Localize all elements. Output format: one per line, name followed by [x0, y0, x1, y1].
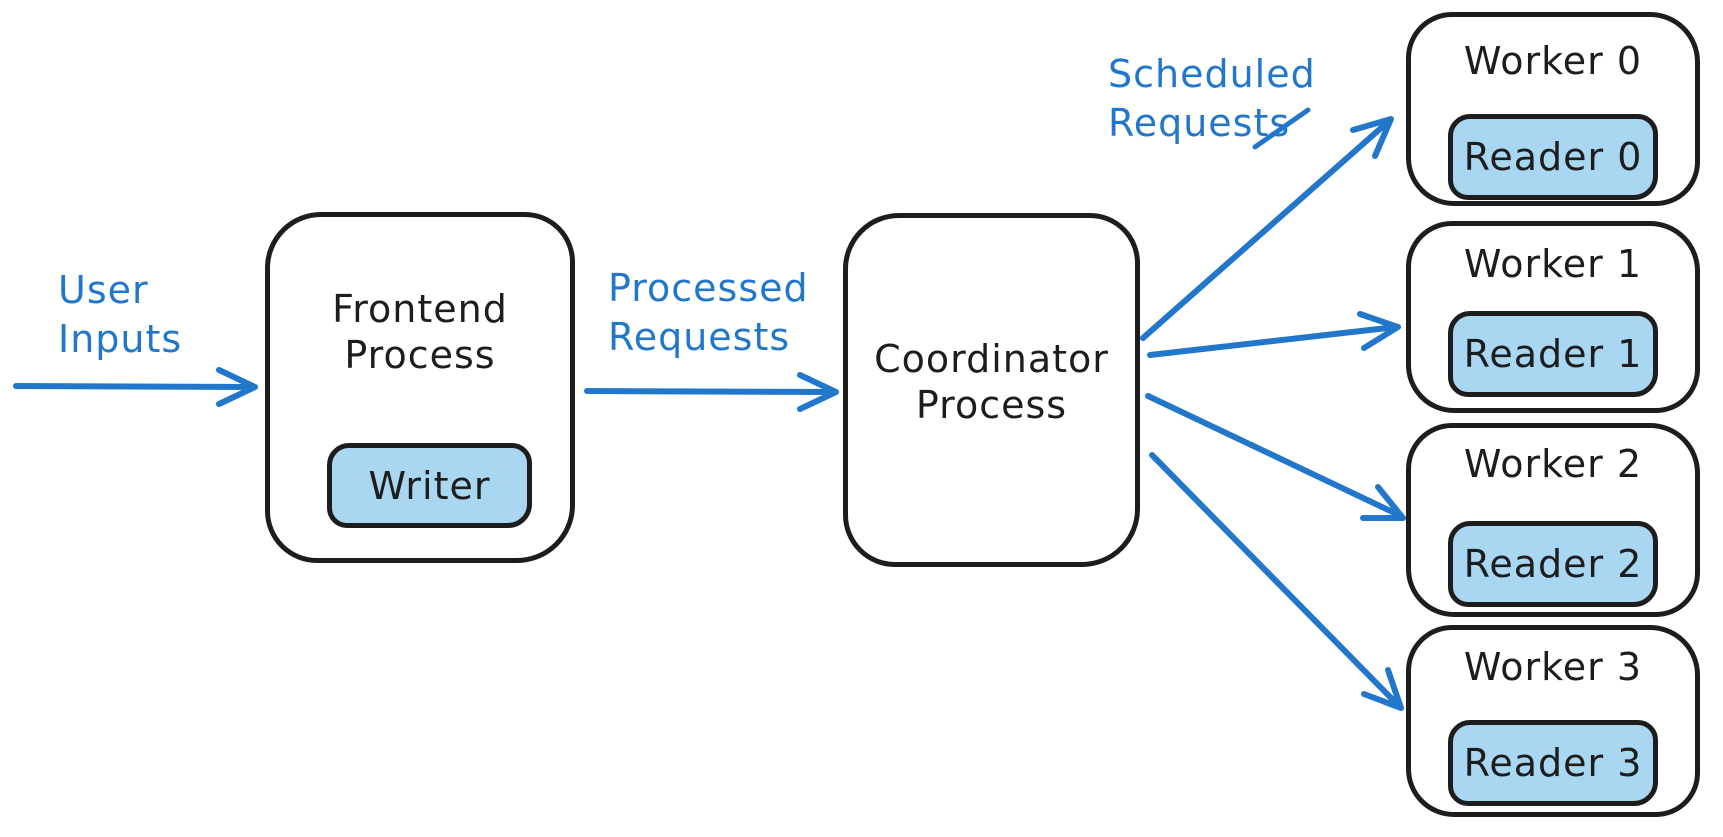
user-inputs-arrow [13, 367, 258, 407]
reader-1-label: Reader 1 [1463, 332, 1643, 376]
scheduled-arrow-worker-3 [1149, 452, 1404, 711]
user-inputs-label: User Inputs [58, 268, 183, 362]
scheduled-requests-label: Scheduled Requests [1108, 52, 1316, 146]
processed-requests-arrow [584, 372, 839, 412]
writer-label: Writer [368, 463, 491, 508]
worker-2-title: Worker 2 [1463, 442, 1643, 486]
writer-node: Writer [327, 443, 532, 528]
scheduled-arrow-worker-0 [1140, 116, 1394, 341]
reader-node-2: Reader 2 [1448, 521, 1658, 607]
processed-requests-label: Processed Requests [608, 266, 809, 360]
worker-0-title: Worker 0 [1463, 39, 1643, 83]
scheduled-arrow-worker-2 [1145, 393, 1406, 521]
frontend-process-title: Frontend Process [332, 287, 508, 377]
reader-node-3: Reader 3 [1448, 720, 1658, 806]
reader-0-label: Reader 0 [1463, 135, 1643, 179]
coordinator-process-node [843, 213, 1140, 567]
reader-node-1: Reader 1 [1448, 311, 1658, 397]
reader-node-0: Reader 0 [1448, 114, 1658, 200]
scheduled-arrow-worker-1 [1147, 311, 1401, 358]
reader-3-label: Reader 3 [1463, 741, 1643, 785]
worker-1-title: Worker 1 [1463, 242, 1643, 286]
coordinator-process-title: Coordinator Process [874, 337, 1109, 427]
reader-2-label: Reader 2 [1463, 542, 1643, 586]
worker-3-title: Worker 3 [1463, 645, 1643, 689]
